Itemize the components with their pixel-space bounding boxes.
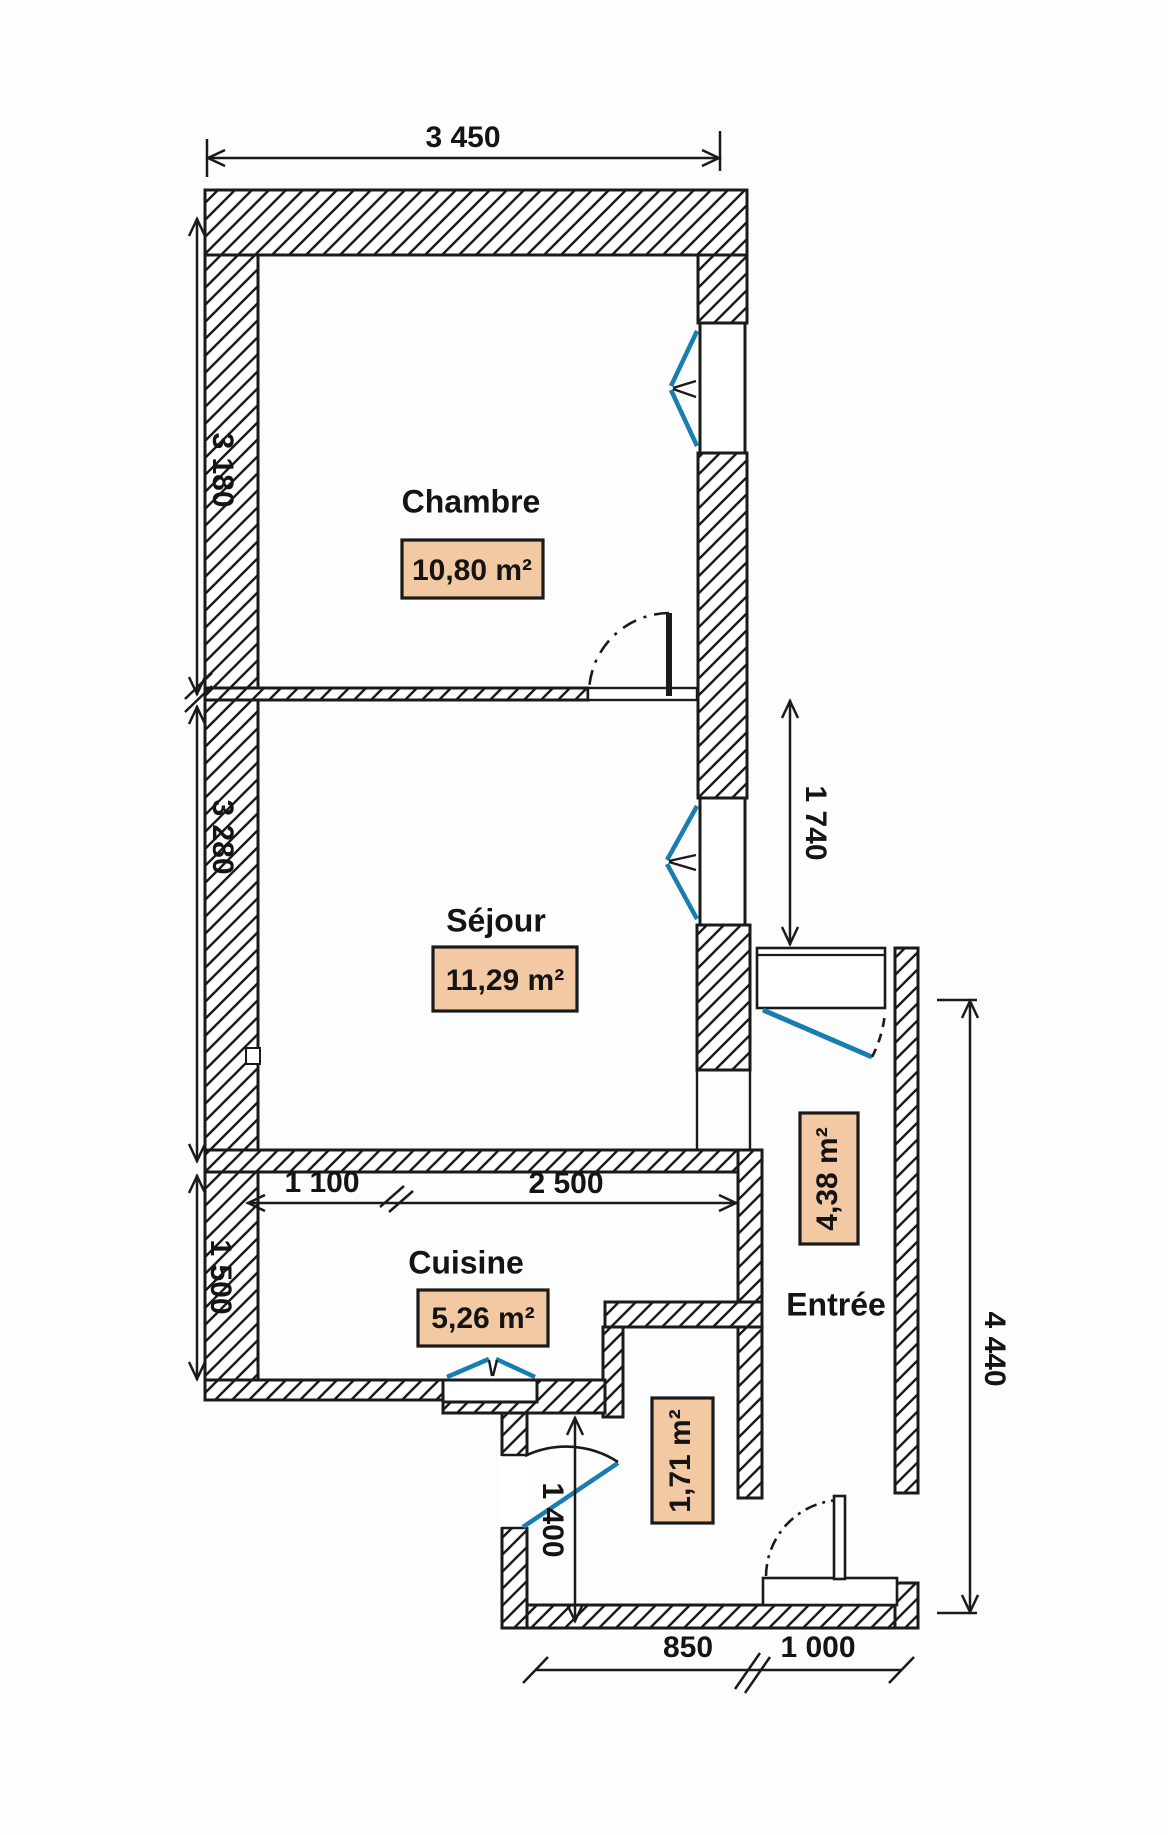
area-badge-cuisine: [416, 1288, 550, 1348]
dim-arrow: [187, 1143, 207, 1164]
dim-label-bath-width: 850: [663, 1631, 713, 1664]
area-badge-sejour: [431, 945, 579, 1013]
sejour-window-casement-icon: [665, 804, 699, 921]
area-value-chambre: 10,80 m²: [412, 554, 532, 587]
dim-break: [184, 672, 213, 700]
dim-label-sejour-height: 3 280: [206, 799, 239, 874]
area-badge-entree: [798, 1111, 860, 1246]
dim-arrow: [187, 1361, 207, 1382]
openings: [499, 686, 887, 1530]
dim-label-chambre-height: 3 180: [206, 432, 239, 507]
wall-top: [203, 188, 749, 257]
chambre-door-threshold: [586, 686, 699, 702]
room-label-cuisine: Cuisine: [408, 1244, 524, 1280]
dim-arrow: [565, 1603, 585, 1624]
room-labels: Chambre 10,80 m² Séjour 11,29 m² Cuisine…: [400, 483, 886, 1525]
dim-label-bath-height: 1 400: [536, 1482, 569, 1557]
dim-arrow: [718, 1193, 739, 1213]
chambre-window: [698, 321, 747, 455]
dim-label-right-height: 4 440: [978, 1311, 1011, 1386]
area-value-entree: 4,38 m²: [811, 1127, 844, 1230]
windows: [441, 321, 899, 1607]
dim-break: [184, 685, 213, 713]
entrance-door-leaf: [762, 1007, 873, 1060]
dim-arrow: [565, 1415, 585, 1436]
area-value-salle-eau: 1,71 m²: [664, 1409, 697, 1512]
wall-right-entree-stub: [893, 1581, 920, 1630]
bath-door-gap: [499, 1456, 530, 1527]
wall-bath-top: [603, 1300, 764, 1329]
dim-label-wc-width: 1 000: [780, 1631, 855, 1664]
wall-right-chambre-upper: [696, 253, 749, 325]
area-badge-salle-eau: [650, 1396, 715, 1525]
wall-left: [203, 253, 260, 1402]
area-badge-chambre: [400, 538, 545, 600]
dimension-labels: 3 450 3 180 3 280 1 500 1 100 2 500 1 74…: [204, 121, 1011, 1664]
doors: [521, 611, 887, 1581]
cuisine-window-casement-icon: [446, 1356, 536, 1380]
area-value-sejour: 11,29 m²: [446, 964, 564, 997]
chambre-door-swing-arc: [587, 611, 670, 692]
dim-arrow: [187, 216, 207, 237]
cuisine-window-arrow-icon: [487, 1359, 499, 1377]
dim-arrow: [245, 1193, 266, 1213]
dim-break: [733, 1652, 762, 1690]
area-value-cuisine: 5,26 m²: [431, 1302, 534, 1335]
dim-break: [743, 1656, 772, 1694]
chambre-window-casement-icon: [668, 330, 700, 447]
dim-label-cuisine-height: 1 500: [204, 1239, 237, 1314]
sejour-window: [698, 796, 747, 927]
wall-right-entree: [893, 946, 920, 1495]
bath-door-leaf: [521, 1461, 620, 1529]
dim-break: [379, 1185, 405, 1208]
bath-door-swing-arc: [524, 1445, 619, 1464]
dim-arrow: [960, 998, 980, 1019]
chambre-window-arrow-icon: [672, 379, 697, 399]
dim-arrow: [780, 926, 800, 947]
wall-chambre-sejour-divider: [203, 686, 590, 702]
wall-left-notch: [245, 1047, 261, 1065]
dim-arrow: [187, 704, 207, 725]
walls: [203, 188, 920, 1630]
dim-arrow: [960, 1594, 980, 1615]
sejour-window-arrow-icon: [668, 853, 697, 872]
dim-label-cuisine-width-left: 1 100: [284, 1166, 359, 1199]
wc-door-swing-arc: [764, 1498, 840, 1577]
room-label-chambre: Chambre: [402, 483, 541, 519]
dim-label-cuisine-width-right: 2 500: [528, 1167, 603, 1200]
dim-arrow: [187, 1173, 207, 1194]
wall-cuisine-bottom-left: [203, 1378, 445, 1402]
dim-arrow: [780, 698, 800, 719]
entrance-doorway: [755, 946, 887, 1010]
dim-arrow: [205, 148, 226, 168]
wall-right-chambre-lower: [696, 451, 749, 800]
dimensions: [184, 131, 980, 1694]
dim-label-notch-height: 1 740: [799, 785, 832, 860]
dim-arrow: [522, 1656, 549, 1684]
dim-arrow: [701, 148, 722, 168]
dim-label-top-width: 3 450: [425, 121, 500, 154]
room-label-entree: Entrée: [786, 1286, 886, 1322]
wc-window: [761, 1576, 899, 1607]
dim-arrow: [888, 1656, 915, 1684]
wall-right-sejour: [695, 923, 752, 1072]
room-label-sejour: Séjour: [446, 902, 546, 938]
wall-bottom: [525, 1603, 920, 1630]
wall-bath-stub: [601, 1325, 625, 1419]
cuisine-window: [441, 1378, 539, 1404]
wc-door-leaf: [832, 1494, 847, 1581]
dim-break: [388, 1190, 414, 1213]
entrance-door-swing-arc: [870, 1011, 887, 1058]
